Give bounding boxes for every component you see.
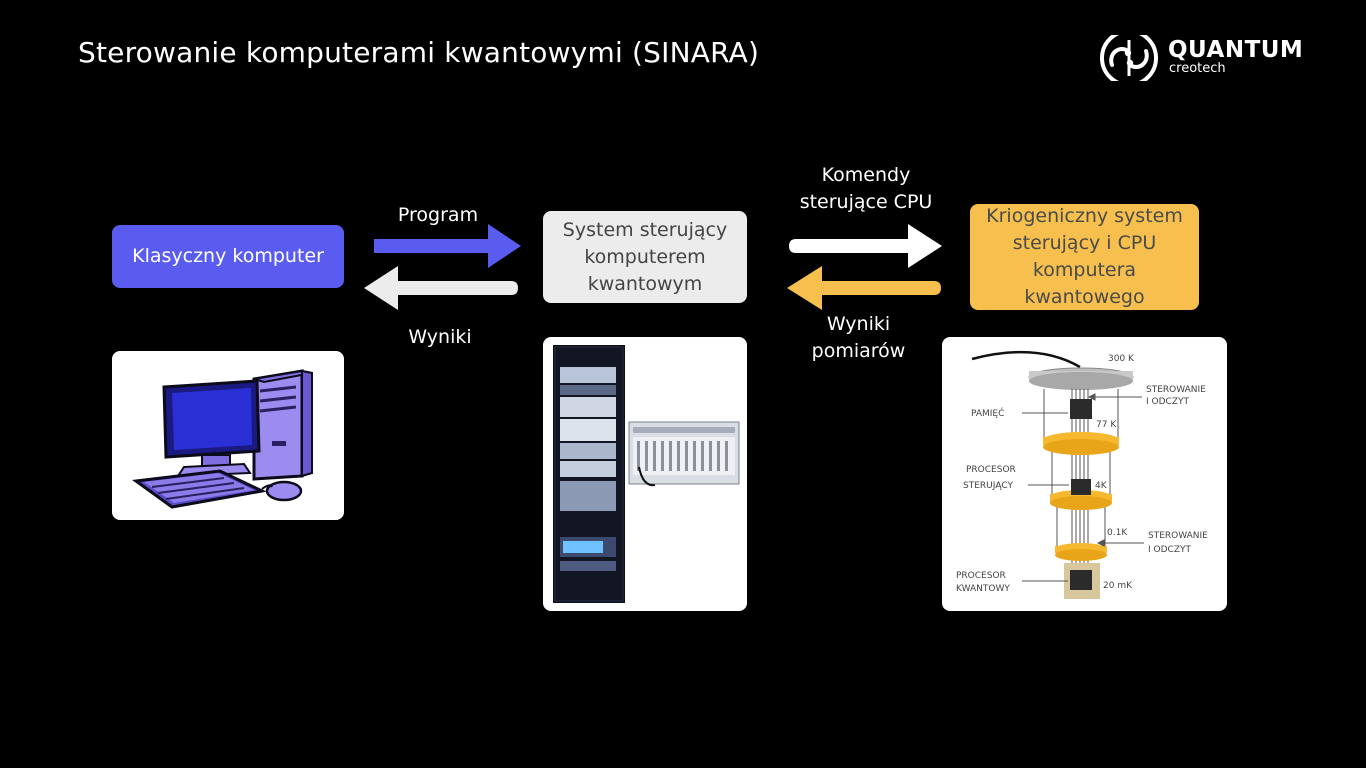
procesor-sterujacy-label-1: PROCESOR xyxy=(966,465,1016,475)
computer-illustration-panel xyxy=(112,351,344,520)
control-system-label: System sterujący komputerem kwantowym xyxy=(562,218,728,295)
server-rack-panel xyxy=(543,337,747,611)
pamiec-label: PAMIĘĆ xyxy=(971,407,1004,419)
sterowanie-top-label-1: STEROWANIE xyxy=(1146,385,1206,395)
computer-icon xyxy=(132,369,313,509)
cryostat-icon: 300 K 77 K 4K 0.1K 20 mK PAMIĘĆ PROCESOR… xyxy=(956,350,1208,599)
classical-computer-box: Klasyczny komputer xyxy=(112,225,344,288)
control-system-box: System sterujący komputerem kwantowym xyxy=(543,211,747,303)
sterowanie-bottom-label-1: STEROWANIE xyxy=(1148,531,1208,541)
temp-20mk-label: 20 mK xyxy=(1103,581,1133,591)
cpu-commands-label: Komendy sterujące CPU xyxy=(799,164,933,213)
measurement-results-label: Wyniki pomiarów xyxy=(811,313,906,362)
results-arrow xyxy=(364,266,518,310)
results-label: Wyniki xyxy=(408,326,472,348)
temp-300k-label: 300 K xyxy=(1108,354,1135,364)
page-title: Sterowanie komputerami kwantowymi (SINAR… xyxy=(78,36,760,69)
temp-77k-label: 77 K xyxy=(1096,420,1117,430)
procesor-sterujacy-label-2: STERUJĄCY xyxy=(963,481,1014,491)
program-label: Program xyxy=(397,204,479,226)
cryo-system-label: Kriogeniczny system sterujący i CPU komp… xyxy=(986,205,1183,308)
quantum-logo-icon xyxy=(1100,35,1158,81)
sterowanie-top-label-2: I ODCZYT xyxy=(1146,397,1189,407)
cpu-commands-arrow xyxy=(789,224,942,268)
sterowanie-bottom-label-2: I ODCZYT xyxy=(1148,545,1191,555)
logo-wordmark: QUANTUM xyxy=(1168,37,1304,63)
procesor-kwantowy-label-1: PROCESOR xyxy=(956,571,1006,581)
measurement-results-arrow xyxy=(787,266,941,310)
cryostat-panel: 300 K 77 K 4K 0.1K 20 mK PAMIĘĆ PROCESOR… xyxy=(942,337,1227,611)
temp-4k-label: 4K xyxy=(1095,481,1108,491)
cryo-system-box: Kriogeniczny system sterujący i CPU komp… xyxy=(970,204,1199,310)
temp-01k-label: 0.1K xyxy=(1107,528,1128,538)
logo-subtitle: creotech xyxy=(1169,61,1226,76)
program-arrow xyxy=(374,224,521,268)
classical-computer-label: Klasyczny komputer xyxy=(132,245,324,267)
quantum-creotech-logo: QUANTUM creotech xyxy=(1098,35,1318,81)
server-rack-icon xyxy=(553,345,740,603)
procesor-kwantowy-label-2: KWANTOWY xyxy=(956,584,1010,594)
